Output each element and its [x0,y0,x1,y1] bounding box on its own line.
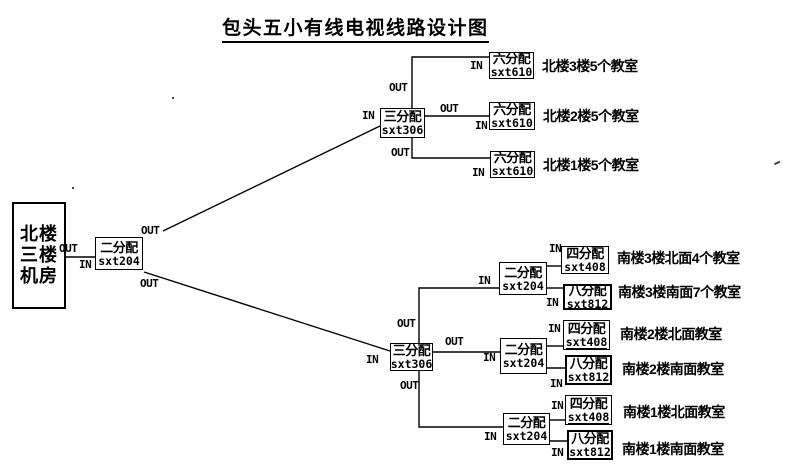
south-4way-splitter-box: 四分配 sxt408 [565,395,612,425]
splitter-model: sxt610 [491,164,534,178]
destination-label: 南楼3楼北面4个教室 [617,250,740,266]
splitter-model: sxt408 [564,259,606,274]
south-2way-splitter-box: 二分配 sxt204 [499,262,547,295]
in-port-label: IN [551,399,564,412]
in-port-label: IN [483,351,496,364]
in-port-label: IN [472,166,485,179]
south-8way-splitter-box: 八分配 sxt812 [563,284,612,310]
destination-label: 南楼1楼北面教室 [623,404,725,420]
destination-label: 北楼2楼5个教室 [543,108,639,124]
in-port-label: IN [478,274,491,287]
splitter-model: sxt610 [490,65,533,79]
in-port-label: IN [79,258,92,271]
north-6way-splitter-box: 六分配 sxt610 [490,151,535,178]
splitter-type: 六分配 [492,52,531,66]
wire-main-to-south3 [143,271,391,352]
splitter-model: sxt204 [502,278,544,293]
south-4way-splitter-box: 四分配 sxt408 [563,320,610,350]
in-port-label: IN [546,296,559,309]
splitter-type: 二分配 [504,342,543,357]
splitter-type: 四分配 [566,246,604,261]
north-6way-splitter-box: 六分配 sxt610 [489,102,535,130]
south-3way-splitter-box: 三分配 sxt306 [390,343,433,371]
splitter-model: sxt306 [381,123,424,137]
in-port-label: IN [551,446,564,459]
in-port-label: IN [550,377,563,390]
wire-south3-out1 [418,287,499,343]
out-port-label: OUT [140,277,159,290]
in-port-label: IN [549,242,562,255]
destination-label: 南楼2楼南面教室 [622,361,724,377]
in-port-label: IN [362,109,375,122]
out-port-label: OUT [440,102,459,115]
out-port-label: OUT [59,242,78,255]
destination-label: 北楼1楼5个教室 [543,157,639,173]
destination-label: 南楼2楼北面教室 [620,326,722,342]
south-2way-splitter-box: 二分配 sxt204 [503,413,550,445]
splitter-type: 六分配 [493,151,532,165]
out-port-label: OUT [445,335,464,348]
splitter-type: 三分配 [383,109,422,124]
wire-main-to-north3 [162,125,381,232]
splitter-model: sxt204 [502,356,545,370]
destination-label: 南楼3楼南面7个教室 [618,284,741,300]
south-2way-splitter-box: 二分配 sxt204 [500,338,547,374]
splitter-type: 二分配 [504,264,542,280]
splitter-type: 三分配 [392,343,431,358]
out-port-label: OUT [389,81,408,94]
splitter-type: 八分配 [571,430,609,446]
wire-north3-out3 [411,138,490,159]
splitter-type: 六分配 [493,102,531,117]
destination-label: 北楼3楼5个教室 [542,58,638,74]
out-port-label: OUT [391,146,410,159]
splitter-model: sxt812 [567,369,610,384]
splitter-model: sxt812 [569,444,611,459]
splitter-model: sxt812 [566,296,609,310]
splitter-model: sxt408 [567,409,610,424]
splitter-model: sxt306 [390,357,433,371]
ink-speck [172,97,174,99]
splitter-model: sxt610 [491,115,533,130]
splitter-model: sxt204 [505,429,548,443]
splitter-type: 八分配 [569,355,608,371]
out-port-label: OUT [400,379,419,392]
ink-speck [72,187,74,189]
south-8way-splitter-box: 八分配 sxt812 [567,430,613,460]
headend-room-label: 三楼 [20,245,58,265]
north-6way-splitter-box: 六分配 sxt610 [489,52,534,79]
in-port-label: IN [475,119,488,132]
wire-north3-out1 [411,56,489,108]
headend-room-label: 北楼 [20,224,58,244]
splitter-type: 四分配 [569,395,608,411]
splitter-type: 八分配 [568,284,607,298]
splitter-type: 二分配 [507,415,546,430]
north-3way-splitter-box: 三分配 sxt306 [380,108,425,138]
splitter-type: 二分配 [100,239,138,255]
out-port-label: OUT [397,317,416,330]
out-port-label: OUT [141,224,160,237]
destination-label: 南楼1楼南面教室 [622,441,724,457]
splitter-model: sxt204 [98,253,140,268]
splitter-model: sxt408 [565,334,608,349]
wire-south3-out3 [418,371,503,428]
in-port-label: IN [548,322,561,335]
headend-room-label: 机房 [20,266,58,286]
splitter-type: 四分配 [567,320,606,336]
in-port-label: IN [470,59,483,72]
south-8way-splitter-box: 八分配 sxt812 [565,355,612,385]
main-2way-splitter-box: 二分配 sxt204 [95,237,143,270]
diagram-title: 包头五小有线电视线路设计图 [222,13,489,43]
in-port-label: IN [484,430,497,443]
headend-room-box: 北楼 三楼 机房 [12,202,66,309]
in-port-label: IN [366,353,379,366]
south-4way-splitter-box: 四分配 sxt408 [561,246,609,274]
